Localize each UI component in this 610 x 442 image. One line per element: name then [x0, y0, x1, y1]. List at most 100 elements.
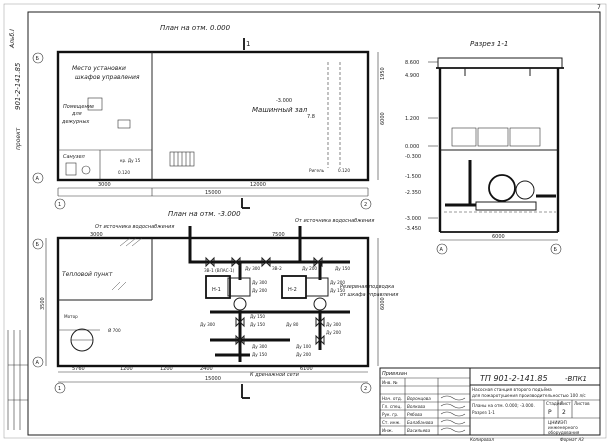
plan-lower-dim-c: 1200	[160, 366, 173, 372]
vlbl-13: Ду 150	[250, 314, 265, 319]
plan-upper: План на отм. 0.000 Место установки шкафо…	[32, 24, 386, 210]
signature-4	[440, 419, 466, 425]
sec-axis-b: Б	[554, 247, 558, 253]
plan-upper-axis-a: А	[36, 176, 40, 182]
sec-level-5: -0.300	[405, 154, 421, 160]
tb-stage-label: Стадия	[546, 401, 563, 406]
sec-level-4: 0.000	[405, 144, 419, 150]
section-1-1: Разрез 1-1 8.600 4.900 1.200 0.000 -0.30…	[405, 40, 564, 255]
eq-label: Ø 700	[108, 328, 121, 333]
drain-label: К дренажной сети	[250, 372, 300, 378]
section-mark-top: 1	[246, 40, 250, 48]
plan-upper-walls	[56, 50, 370, 182]
tb-sheet-no: 2	[562, 409, 566, 416]
room-label-3: дежурных	[61, 119, 89, 125]
tb-sheets-label: Листов	[574, 401, 590, 406]
plan-lower-dim-e: 6100	[300, 366, 313, 372]
tb-privyazan: Привязан	[382, 371, 408, 377]
sec-level-3: 1.200	[405, 116, 419, 122]
plan-lower-dim-h: 6000	[380, 297, 386, 310]
vlbl-18: Ду 300	[252, 344, 267, 349]
vlbl-4: Ду 200	[302, 266, 317, 271]
plan-lower-axis-a: А	[36, 360, 40, 366]
vlbl-10: Ду 200	[330, 280, 345, 285]
sec-level-2: 4.900	[405, 73, 419, 79]
bottom-format: Формат А3	[560, 437, 584, 442]
vlbl-11: Ду 150	[330, 288, 345, 293]
plan-upper-title: План на отм. 0.000	[160, 24, 231, 32]
tb-org-1: ЦНИИЭП	[548, 420, 567, 425]
plan-lower: План на отм. -3.000 От источника водосна…	[32, 210, 398, 399]
src-label-1: От источника водоснабжения	[95, 224, 174, 230]
switch-label-1: Резервная подводка	[340, 284, 394, 290]
motor-label: Мотор	[64, 314, 78, 319]
plan-lower-dim-left: 3500	[40, 297, 46, 310]
signature-5	[440, 427, 466, 433]
signature-2	[440, 403, 466, 409]
plan-lower-walls	[56, 236, 370, 368]
vlbl-7: Н-2	[288, 287, 297, 293]
tb-mark: -ВПК1	[565, 375, 587, 383]
plan-lower-axis-2: 2	[364, 386, 367, 392]
room-label-2: для	[71, 111, 82, 117]
plan-upper-axis-1: 1	[58, 202, 61, 208]
plan-upper-axis-2: 2	[364, 202, 367, 208]
plan-upper-dim-b: 12000	[250, 182, 266, 188]
tb-sheet-name-1: Планы на отм. 0.000; -3.000.	[472, 403, 535, 408]
tb-inv: Инв. №	[382, 380, 398, 385]
plan-lower-axis-1: 1	[58, 386, 61, 392]
plan-upper-dim-h: 6000	[380, 112, 386, 125]
tb-code: ТП 901-2-141.85	[480, 374, 548, 383]
tb-role-4: Ст. инж.	[382, 420, 401, 425]
tb-org-3: оборудования	[548, 430, 580, 435]
switch-label-2: от шкафа управления	[340, 292, 398, 298]
heat-label: Тепловой пункт	[62, 271, 113, 278]
sec-level-6: -1.500	[405, 174, 421, 180]
section-title: Разрез 1-1	[470, 40, 508, 48]
tb-name-3: Рябова	[407, 412, 423, 417]
note-tap: кр. Ду 15	[120, 158, 141, 163]
tb-role-3: Рук. гр.	[382, 412, 398, 417]
x-mark-2: 0.120	[338, 168, 350, 173]
vlbl-3: ЗВ-2	[272, 266, 282, 271]
room-note-1: Место установки	[72, 65, 126, 72]
tb-name-4: Балабанова	[407, 420, 434, 425]
vlbl-14: Ду 150	[250, 322, 265, 327]
tb-name-1: Воронцова	[407, 396, 431, 401]
vlbl-8: Ду 300	[252, 280, 267, 285]
plan-upper-axis-b: Б	[36, 56, 40, 62]
signature-3	[440, 411, 466, 417]
side-stamp-series: 901-2-141.85	[14, 62, 22, 110]
x-mark-1: 0.120	[118, 170, 130, 175]
tb-sheet-name-2: Разрез 1-1	[472, 410, 495, 415]
plan-upper-lvl2: 7.8	[307, 114, 315, 120]
tb-desc-2: для пожаротушения производительностью 10…	[472, 393, 586, 398]
plan-upper-dim-h2: 1950	[380, 67, 386, 80]
plan-lower-dim-total: 15000	[205, 376, 221, 382]
tb-sheet-label: Лист	[560, 401, 571, 406]
tb-org-2: инженерного	[548, 425, 578, 430]
tb-role-5: Инж.	[382, 428, 393, 433]
wc-label: Санузел	[63, 154, 86, 160]
vlbl-17: Ду 200	[326, 330, 341, 335]
room-label-1: Помещение	[63, 104, 94, 110]
vlbl-21: Ду 200	[296, 352, 311, 357]
note-beam: Ригель	[309, 168, 325, 173]
side-stamp-code: Альб.I	[9, 29, 16, 49]
vlbl-12: Ду 300	[200, 322, 215, 327]
tb-stage: Р	[548, 409, 552, 416]
sec-level-1: 8.600	[405, 60, 419, 66]
sec-axis-a: А	[440, 247, 444, 253]
sec-dim: 6000	[492, 234, 505, 240]
tb-role-2: Гл. спец.	[382, 404, 402, 409]
plan-upper-dim-a: 3000	[98, 182, 111, 188]
vlbl-5: Ду 150	[335, 266, 350, 271]
side-stamp-prefix: проект	[15, 127, 22, 150]
tb-desc-1: Насосная станция второго подъёма	[472, 387, 552, 392]
vlbl-20: Ду 100	[296, 344, 311, 349]
plan-lower-axis-b: Б	[36, 242, 40, 248]
sheet-number: 7	[597, 4, 601, 11]
plan-lower-dim-d: 7500	[272, 232, 285, 238]
bottom-note: Копировал	[470, 437, 494, 442]
room-note-2: шкафов управления	[75, 74, 140, 81]
